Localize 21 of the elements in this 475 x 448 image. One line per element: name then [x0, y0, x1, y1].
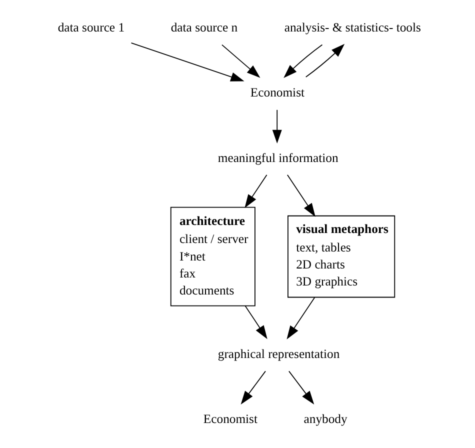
node-text: anybody — [303, 412, 347, 426]
node-box: visual metaphors text, tables 2D charts 3D graphics — [287, 215, 395, 298]
node-text: graphical representation — [217, 346, 340, 361]
arrow — [240, 370, 266, 404]
arrow — [286, 297, 315, 340]
arrow — [288, 370, 314, 404]
node-text: Economist — [250, 86, 304, 100]
node-text: meaningful information — [217, 150, 338, 165]
node-text: data source 1 — [57, 20, 124, 35]
node-box: architecture client / server I*net fax documents — [170, 206, 255, 306]
node-text: data source n — [170, 20, 238, 35]
node-text: Economist — [202, 412, 257, 426]
arrow — [286, 174, 315, 217]
arrow — [244, 174, 267, 208]
node-text: analysis- & statistics- tools — [284, 20, 420, 35]
arrow — [221, 44, 260, 78]
arrow — [272, 109, 282, 144]
arrow — [283, 44, 322, 78]
arrow — [130, 42, 244, 82]
arrow — [304, 44, 344, 78]
arrow — [244, 305, 267, 340]
